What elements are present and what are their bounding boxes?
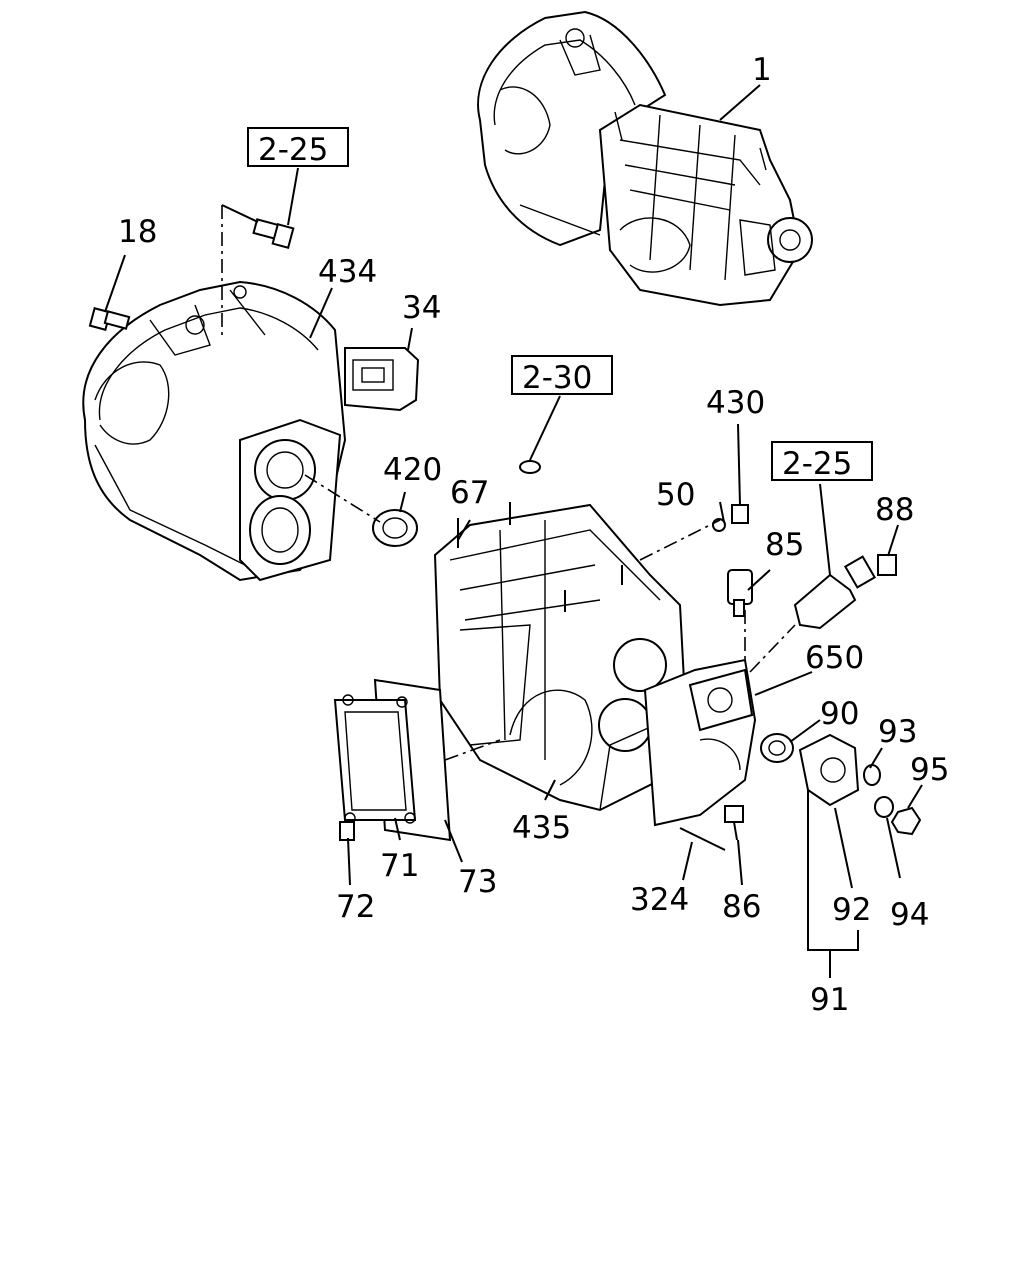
label-part-50: 50 [656, 477, 695, 513]
label-part-95: 95 [910, 752, 949, 788]
rear-cover-650 [643, 658, 757, 827]
transmission-case-435 [433, 460, 687, 812]
bolts-324-86 [679, 805, 744, 851]
label-part-1: 1 [752, 52, 772, 88]
speedo-sensor [712, 504, 897, 630]
label-part-324: 324 [630, 882, 689, 918]
label-part-34: 34 [402, 290, 441, 326]
label-part-71: 71 [380, 848, 419, 884]
label-part-85: 85 [765, 527, 804, 563]
ref-box-2-25-left [247, 127, 349, 167]
ref-2-25-left: 2-25 [258, 132, 328, 168]
label-part-430: 430 [706, 385, 765, 421]
boot-34 [344, 347, 420, 412]
ref-box-2-25-right [771, 441, 873, 481]
ref-box-2-30 [511, 355, 613, 395]
cover-71-gasket-73 [333, 678, 452, 842]
label-part-86: 86 [722, 889, 761, 925]
label-part-18: 18 [118, 214, 157, 250]
bolt-ref-2-25 [252, 218, 295, 249]
label-part-90: 90 [820, 696, 859, 732]
label-part-91: 91 [810, 982, 849, 1018]
label-part-72: 72 [336, 889, 375, 925]
bell-housing-434 [82, 280, 347, 582]
label-part-93: 93 [878, 714, 917, 750]
label-part-94: 94 [890, 897, 929, 933]
label-part-434: 434 [318, 254, 377, 290]
label-part-420: 420 [383, 452, 442, 488]
label-part-88: 88 [875, 492, 914, 528]
label-part-73: 73 [458, 864, 497, 900]
label-part-435: 435 [512, 810, 571, 846]
bolt-18 [88, 307, 131, 331]
label-part-67: 67 [450, 475, 489, 511]
ref-2-25-right: 2-25 [782, 446, 852, 482]
label-part-650: 650 [805, 640, 864, 676]
label-part-92: 92 [832, 892, 871, 928]
oil-seal-420 [372, 509, 418, 547]
assembled-transmission [477, 10, 813, 307]
ref-2-30: 2-30 [522, 360, 592, 396]
